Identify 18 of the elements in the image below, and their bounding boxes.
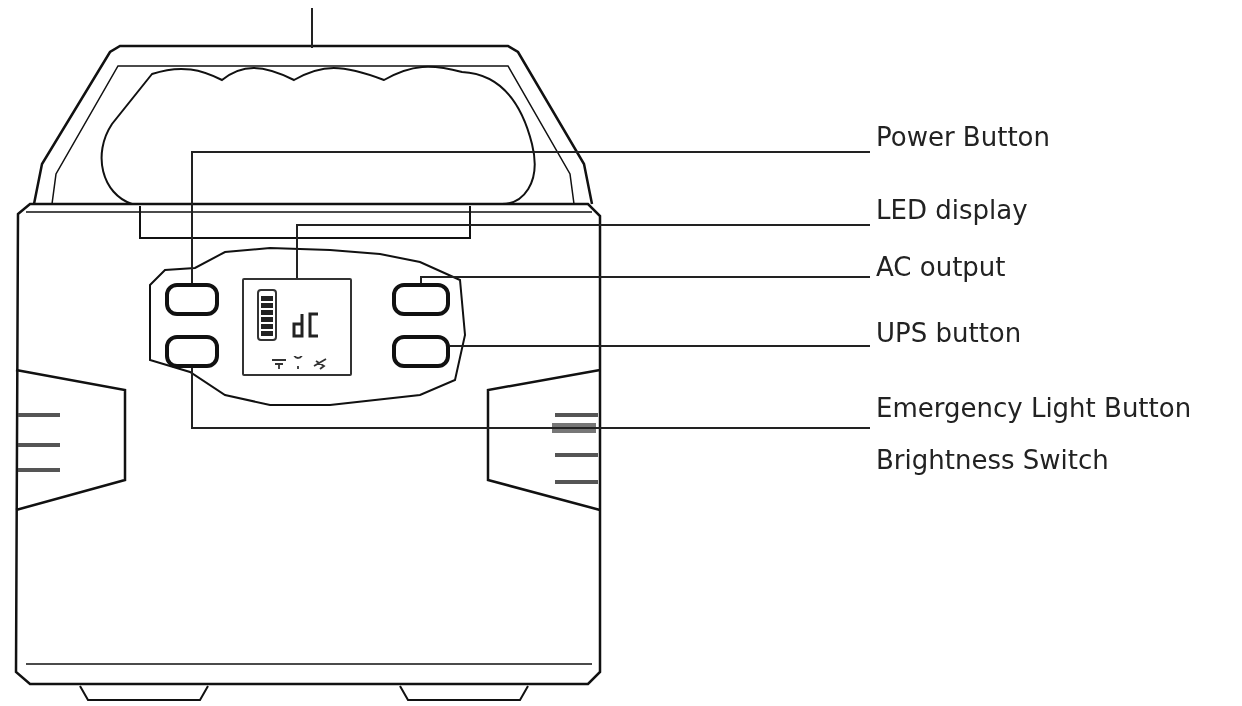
leader-line	[191, 367, 871, 429]
part-label: Brightness Switch	[876, 445, 1110, 475]
leader-line	[420, 276, 871, 284]
leader-line	[191, 151, 871, 284]
part-label: Emergency Light Button	[876, 393, 1193, 423]
led-display	[242, 278, 352, 376]
leader-line	[311, 7, 313, 49]
part-label: LED display	[876, 195, 1029, 225]
carry-handle	[32, 44, 594, 206]
leader-line	[296, 224, 871, 279]
part-label: Power Button	[876, 122, 1051, 152]
part-label: AC output	[876, 252, 1007, 282]
part-label: UPS button	[876, 318, 1023, 348]
panel-button	[165, 283, 219, 316]
panel-button	[165, 335, 219, 368]
panel-button	[392, 283, 450, 316]
panel-button	[392, 335, 450, 368]
leader-line	[449, 345, 871, 347]
